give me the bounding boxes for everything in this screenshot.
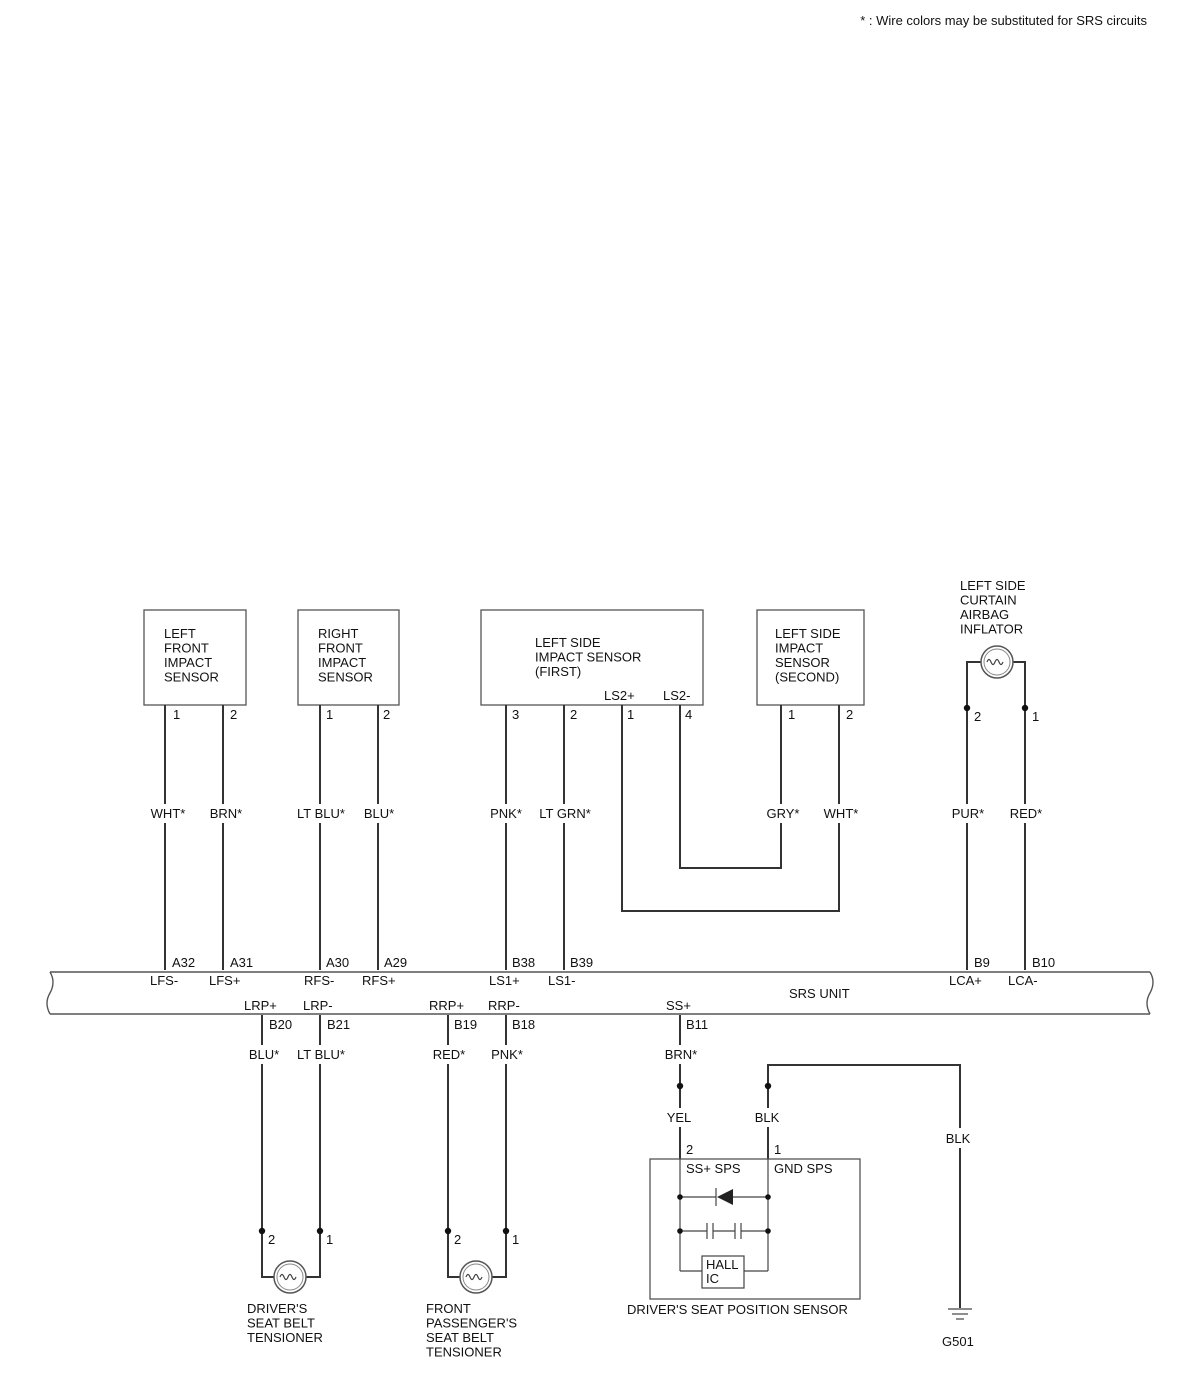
wire-color-b19: RED* [433,1047,466,1062]
wire-color-sps-yel: YEL [667,1110,692,1125]
ground-icon [948,1308,972,1320]
pin-lf-2: 2 [230,707,237,722]
wire-color-ground-blk: BLK [946,1131,971,1146]
wire-color-note: * : Wire colors may be substituted for S… [860,13,1147,28]
signal-lfs-minus: LFS- [150,973,178,988]
pin-rf-1: 1 [326,707,333,722]
signal-lca-minus: LCA- [1008,973,1038,988]
signal-rfs-plus: RFS+ [362,973,396,988]
wire-color-b11: BRN* [665,1047,698,1062]
wire-color-rf2: BLU* [364,806,394,821]
driver-tensioner-squib [273,1260,307,1294]
wire-color-lf1: WHT* [151,806,186,821]
curtain-airbag-inflator-label: LEFT SIDE CURTAIN AIRBAG INFLATOR [960,578,1029,637]
left-front-impact-sensor-box [143,609,247,706]
pin-passenger-tensioner-2: 2 [454,1232,461,1247]
left-side-impact-sensor-second-box [756,609,865,706]
right-front-impact-sensor-label: RIGHT FRONT IMPACT SENSOR [318,626,373,685]
pin-sps-gnd-label: GND SPS [774,1161,833,1176]
terminal-b18: B18 [512,1017,535,1032]
pin-curtain-2: 2 [974,709,981,724]
signal-rrp-plus: RRP+ [429,998,464,1013]
terminal-b21: B21 [327,1017,350,1032]
pin-ls1-3: 3 [512,707,519,722]
pin-driver-tensioner-1: 1 [326,1232,333,1247]
pin-curtain-1: 1 [1032,709,1039,724]
driver-seat-belt-tensioner-label: DRIVER'S SEAT BELT TENSIONER [247,1301,323,1345]
wire-color-b21: LT BLU* [297,1047,345,1062]
signal-ss-plus: SS+ [666,998,691,1013]
wire-color-ls1-2: LT GRN* [539,806,591,821]
left-side-impact-sensor-second-label: LEFT SIDE IMPACT SENSOR (SECOND) [775,626,844,685]
signal-lfs-plus: LFS+ [209,973,240,988]
terminal-b19: B19 [454,1017,477,1032]
signal-lrp-plus: LRP+ [244,998,277,1013]
curtain-inflator-squib [980,645,1014,679]
pin-driver-tensioner-2: 2 [268,1232,275,1247]
terminal-b11: B11 [686,1017,708,1032]
hall-ic-label: HALL IC [706,1257,742,1286]
wire-color-ls2-1: GRY* [767,806,800,821]
wire-color-lf2: BRN* [210,806,243,821]
srs-unit-bar [46,971,1154,1015]
terminal-a32: A32 [172,955,195,970]
terminal-b9: B9 [974,955,990,970]
seat-position-sensor-label: DRIVER'S SEAT POSITION SENSOR [627,1302,848,1317]
wire-color-sps-blk: BLK [755,1110,780,1125]
signal-lrp-minus: LRP- [303,998,333,1013]
terminal-a31: A31 [230,955,253,970]
wire-color-ls1-3: PNK* [490,806,522,821]
terminal-a30: A30 [326,955,349,970]
pin-passenger-tensioner-1: 1 [512,1232,519,1247]
pin-ls2-1: 1 [788,707,795,722]
pin-sps-ss-label: SS+ SPS [686,1161,741,1176]
wire-color-curtain-1: RED* [1010,806,1043,821]
diode-icon [717,1189,733,1205]
pin-sps-2: 2 [686,1142,693,1157]
upper-wires [164,661,1029,970]
pin-ls1-ls2m: LS2- [663,688,690,703]
pin-sps-1: 1 [774,1142,781,1157]
left-side-impact-sensor-first-label: LEFT SIDE IMPACT SENSOR (FIRST) [535,635,645,679]
pin-ls1-ls2p: LS2+ [604,688,635,703]
ground-label: G501 [942,1334,974,1349]
signal-lca-plus: LCA+ [949,973,982,988]
terminal-b10: B10 [1032,955,1055,970]
signal-ls1-minus: LS1- [548,973,575,988]
terminal-b38: B38 [512,955,535,970]
srs-unit-label: SRS UNIT [789,986,850,1001]
right-front-impact-sensor-box [297,609,400,706]
wire-color-b20: BLU* [249,1047,279,1062]
pin-lf-1: 1 [173,707,180,722]
left-front-impact-sensor-label: LEFT FRONT IMPACT SENSOR [164,626,219,685]
pin-ls1-1: 1 [627,707,634,722]
seat-position-sensor-box [649,1158,861,1300]
passenger-tensioner-squib [459,1260,493,1294]
pin-ls1-2: 2 [570,707,577,722]
lower-wires [258,1015,961,1308]
signal-ls1-plus: LS1+ [489,973,520,988]
wire-color-ls2-2: WHT* [824,806,859,821]
terminal-b39: B39 [570,955,593,970]
wire-color-rf1: LT BLU* [297,806,345,821]
terminal-b20: B20 [269,1017,292,1032]
pin-ls1-4: 4 [685,707,692,722]
wire-color-curtain-2: PUR* [952,806,985,821]
signal-rfs-minus: RFS- [304,973,334,988]
passenger-seat-belt-tensioner-label: FRONT PASSENGER'S SEAT BELT TENSIONER [426,1301,521,1360]
left-side-impact-sensor-first-box [480,609,704,706]
pin-rf-2: 2 [383,707,390,722]
signal-rrp-minus: RRP- [488,998,520,1013]
pin-ls2-2: 2 [846,707,853,722]
seat-position-sensor-internals [677,1159,771,1289]
terminal-a29: A29 [384,955,407,970]
wire-color-b18: PNK* [491,1047,523,1062]
